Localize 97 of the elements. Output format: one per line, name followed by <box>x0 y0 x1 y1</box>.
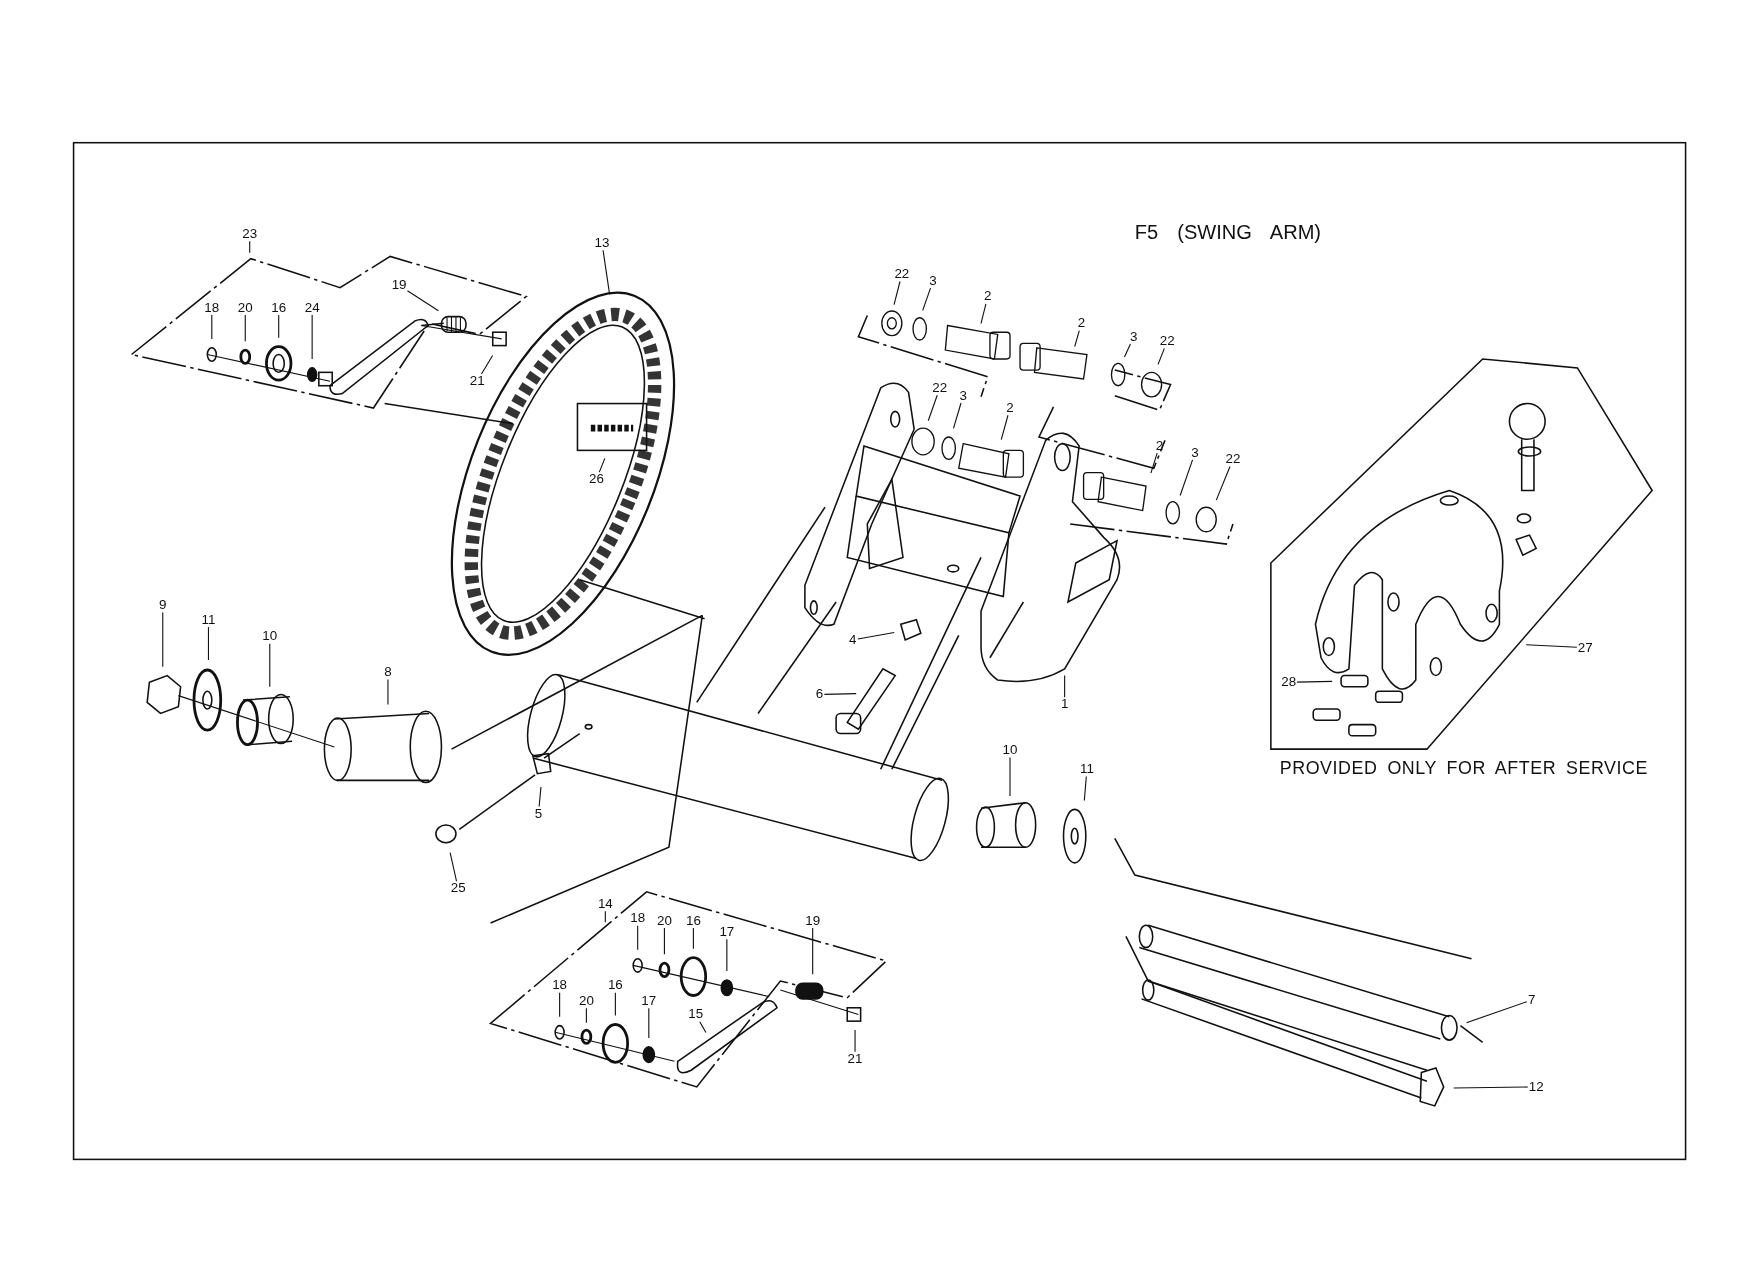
leader-line <box>311 314 313 360</box>
leader-line <box>207 626 210 661</box>
leader-line <box>1083 775 1087 801</box>
callout-number: 21 <box>468 374 486 389</box>
leader-line <box>857 632 895 640</box>
leader-line <box>1157 347 1165 365</box>
leader-line <box>692 927 694 950</box>
callout-number: 3 <box>1128 329 1139 344</box>
leader-line <box>726 938 728 972</box>
leader-line <box>614 992 616 1017</box>
callout-number: 10 <box>1001 743 1019 758</box>
leader-line <box>387 678 389 706</box>
leader-line <box>812 927 814 975</box>
leader-line <box>637 925 639 951</box>
leader-line <box>1453 1086 1529 1089</box>
leader-line <box>1000 414 1009 441</box>
callout-number: 16 <box>684 913 702 929</box>
callout-number: 18 <box>629 911 647 926</box>
leader-line <box>598 457 606 473</box>
leader-line <box>854 1029 856 1053</box>
leader-line <box>1074 330 1080 348</box>
leader-line <box>952 402 962 429</box>
leader-line <box>663 927 665 955</box>
leader-line <box>893 280 901 306</box>
leader-line <box>699 1021 707 1034</box>
leader-line <box>211 314 213 340</box>
callout-number: 16 <box>270 300 288 315</box>
callout-number: 22 <box>893 267 911 282</box>
leader-line <box>585 1007 587 1024</box>
callout-number: 7 <box>1526 992 1537 1008</box>
diagram-title: F5 (SWING ARM) <box>1134 220 1322 245</box>
leader-line <box>162 612 164 668</box>
callout-number: 14 <box>596 896 614 912</box>
callout-number: 18 <box>203 300 221 315</box>
callout-number: 15 <box>687 1007 705 1022</box>
leader-line <box>538 786 542 808</box>
leader-line <box>1179 459 1194 497</box>
callout-number: 16 <box>606 978 624 993</box>
leader-line <box>269 643 271 688</box>
callout-number: 26 <box>587 472 605 487</box>
callout-number: 28 <box>1280 675 1298 690</box>
leader-line <box>602 249 611 295</box>
callout-number: 2 <box>982 289 993 304</box>
leader-line <box>1296 680 1333 683</box>
note-text: PROVIDED ONLY FOR AFTER SERVICE <box>1279 758 1648 779</box>
callout-number: 17 <box>718 924 736 940</box>
callout-number: 2 <box>1076 316 1087 331</box>
callout-number: 3 <box>958 388 969 403</box>
leader-line <box>1009 756 1011 797</box>
callout-number: 3 <box>928 273 938 289</box>
leader-line <box>244 314 246 342</box>
callout-number: 18 <box>551 978 569 993</box>
callout-number: 12 <box>1527 1079 1545 1095</box>
leader-line <box>1215 466 1231 501</box>
callout-number: 11 <box>200 612 217 628</box>
leader-line <box>278 314 280 339</box>
callout-number: 21 <box>846 1051 864 1067</box>
callout-number: 9 <box>157 598 168 613</box>
leader-line <box>449 852 458 882</box>
callout-number: 20 <box>236 300 254 315</box>
leader-line <box>927 394 938 422</box>
callout-number: 22 <box>931 380 949 396</box>
callout-number: 19 <box>804 913 822 929</box>
leader-line <box>249 240 251 254</box>
callout-number: 24 <box>303 300 321 315</box>
leader-line <box>980 303 987 325</box>
callout-number: 22 <box>1224 452 1242 467</box>
callout-number: 5 <box>533 806 544 822</box>
leader-line <box>1150 452 1158 474</box>
leader-line <box>823 693 857 695</box>
leader-line <box>648 1007 650 1039</box>
callout-number: 8 <box>383 665 393 680</box>
callout-number: 1 <box>1059 697 1070 712</box>
callout-number: 23 <box>241 226 259 242</box>
callout-number: 3 <box>1190 445 1200 460</box>
callout-number: 22 <box>1158 333 1176 349</box>
leader-line <box>480 354 494 375</box>
leader-line <box>604 910 606 923</box>
callout-number: 17 <box>640 993 658 1009</box>
leader-line <box>922 287 932 311</box>
leader-line <box>1525 644 1578 648</box>
callout-number: 20 <box>655 913 673 929</box>
callout-number: 25 <box>449 881 467 896</box>
callout-number: 11 <box>1078 761 1095 777</box>
leader-line <box>1064 675 1066 698</box>
callout-number: 6 <box>814 687 825 702</box>
callout-number: 27 <box>1576 640 1594 655</box>
callout-number: 20 <box>577 993 595 1009</box>
callout-number: 13 <box>593 235 611 251</box>
leader-line <box>406 290 439 312</box>
callout-number: 19 <box>390 278 408 293</box>
leader-line <box>559 992 561 1018</box>
leader-line <box>1123 343 1131 358</box>
callout-number: 10 <box>261 629 279 644</box>
callout-number: 2 <box>1005 400 1015 416</box>
leader-line <box>1466 1001 1528 1024</box>
callout-number: 4 <box>848 632 858 648</box>
